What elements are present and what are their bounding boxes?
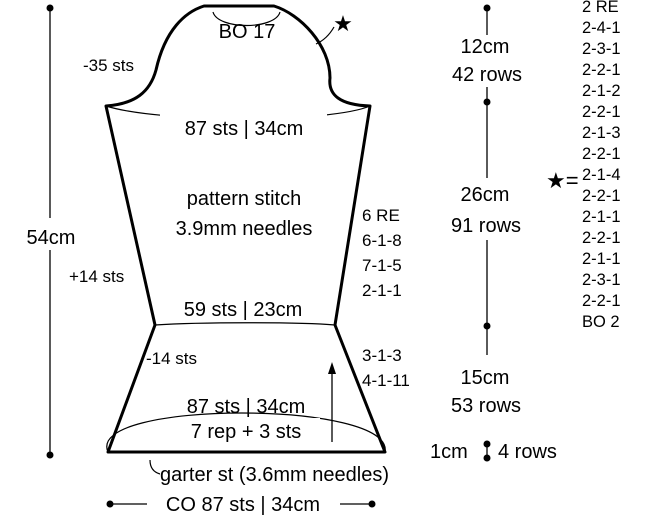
dec-seq-0: 3-1-3 (362, 346, 402, 365)
repeat-label-mask (172, 418, 320, 442)
total-height-label: 54cm (27, 227, 76, 249)
star-legend: ★= (546, 168, 579, 193)
cap-seq-15: BO 2 (582, 313, 620, 331)
rows-dot-1 (483, 98, 491, 106)
section-3-rows: 53 rows (451, 395, 521, 417)
cast-on-dot-right (368, 500, 376, 508)
needle-size-label: 3.9mm needles (176, 218, 313, 240)
section-2-rows: 91 rows (451, 215, 521, 237)
section-2-cm: 26cm (461, 184, 510, 206)
inc-seq-0: 6 RE (362, 206, 400, 225)
garter-label: garter st (3.6mm needles) (160, 464, 389, 486)
star-icon: ★ (333, 11, 353, 36)
inc-seq-2: 7-1-5 (362, 256, 402, 275)
dec-seq-1: 4-1-11 (362, 371, 410, 390)
total-height-dot-bottom (46, 451, 54, 459)
section-1-cm: 12cm (461, 36, 510, 58)
waist-label-mask (168, 294, 318, 320)
inc-seq-3: 2-1-1 (362, 281, 402, 300)
section-3-cm: 15cm (461, 367, 510, 389)
section-4-cm: 1cm (430, 441, 468, 463)
cap-seq-1: 2-4-1 (582, 19, 621, 37)
hem-curve (106, 412, 386, 453)
cap-seq-12: 2-1-1 (582, 250, 621, 268)
rows-dot-2 (483, 322, 491, 330)
cap-seq-4: 2-1-2 (582, 82, 621, 100)
waist-curve (154, 322, 336, 326)
cap-seq-0: 2 RE (582, 0, 619, 16)
cast-on-label: CO 87 sts | 34cm (166, 494, 320, 516)
section-1-rows: 42 rows (452, 64, 522, 86)
cap-seq-7: 2-2-1 (582, 145, 621, 163)
cap-seq-9: 2-2-1 (582, 187, 621, 205)
bind-off-label: BO 17 (219, 21, 276, 43)
waist-width-label: 59 sts | 23cm (184, 299, 303, 321)
bust-label-mask (160, 114, 327, 140)
pattern-stitch-label: pattern stitch (187, 188, 302, 210)
cap-seq-6: 2-1-3 (582, 124, 621, 142)
cap-seq-11: 2-2-1 (582, 229, 621, 247)
rows-dot-bottom (483, 454, 491, 462)
total-height-dot-top (46, 4, 54, 12)
total-height-mask (18, 218, 84, 250)
cap-seq-2: 2-3-1 (582, 40, 621, 58)
bust-width-label: 87 sts | 34cm (185, 118, 304, 140)
cap-seq-5: 2-2-1 (582, 103, 621, 121)
cap-seq-13: 2-3-1 (582, 271, 621, 289)
bind-off-curve (212, 11, 281, 27)
hem-width-label: 87 sts | 34cm (187, 396, 306, 418)
cap-shaping-column: 2 RE 2-4-1 2-3-1 2-2-1 2-1-2 2-2-1 2-1-3… (582, 0, 621, 331)
section-4-rows: 4 rows (498, 441, 557, 463)
hip-decrease-label: -14 sts (146, 349, 197, 368)
rows-dot-top (483, 4, 491, 12)
repeat-label: 7 rep + 3 sts (191, 421, 302, 443)
cap-seq-10: 2-1-1 (582, 208, 621, 226)
arrow-head (328, 362, 336, 374)
garter-leader (149, 459, 161, 475)
star-leader (315, 26, 335, 45)
cap-seq-8: 2-1-4 (582, 166, 621, 184)
inc-seq-1: 6-1-8 (362, 231, 402, 250)
cast-on-dot-left (106, 500, 114, 508)
cap-seq-14: 2-2-1 (582, 292, 621, 310)
rows-dot-3 (483, 440, 491, 448)
side-increase-label: +14 sts (69, 267, 124, 286)
cap-seq-3: 2-2-1 (582, 61, 621, 79)
cap-decrease-label: -35 sts (83, 56, 134, 75)
